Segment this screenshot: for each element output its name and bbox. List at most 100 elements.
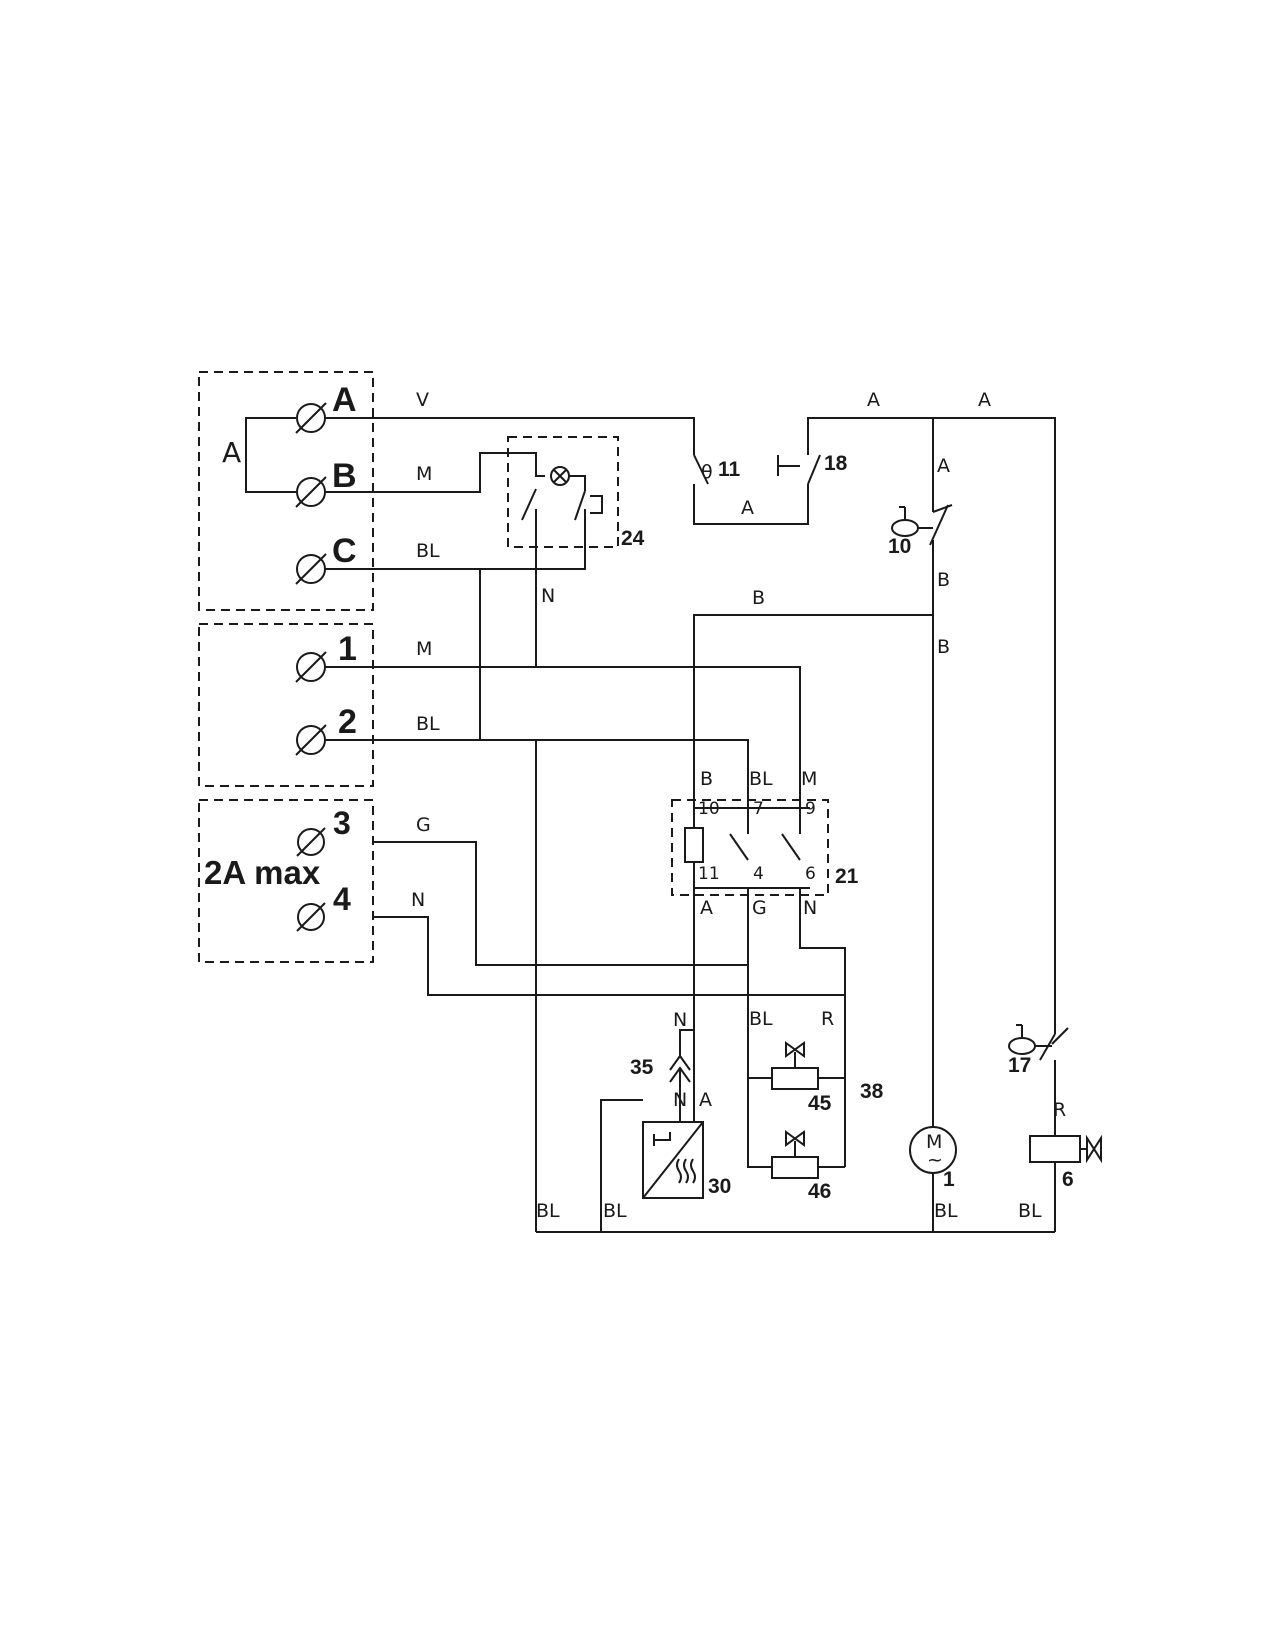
valve-45-icon	[771, 1041, 819, 1090]
motor-1-icon	[909, 1126, 957, 1174]
wire-label-bl-b2: BL	[603, 1200, 627, 1222]
wire-label-a-right: A	[937, 455, 950, 477]
wire-g-3	[373, 841, 749, 966]
relay-24-lamp-return	[569, 475, 586, 491]
wire-label-v: V	[416, 389, 429, 411]
wire-m-b	[325, 452, 537, 493]
wire-bl-30	[600, 1099, 643, 1232]
thermostat-symbol: θ	[701, 461, 713, 483]
wire-v	[325, 417, 695, 455]
bridge-label: A	[222, 436, 241, 469]
wire-label-bl-2: BL	[416, 713, 440, 735]
pressure-switch-17-icon	[1008, 1024, 1052, 1055]
relay-24-lamp-icon	[550, 466, 570, 486]
terminal-block-12	[198, 623, 374, 787]
wire-label-a-35: A	[699, 1089, 712, 1111]
component-18-label: 18	[824, 452, 848, 475]
relay-pin-7: 7	[753, 799, 764, 819]
wire-label-m-1: M	[416, 638, 432, 660]
terminal-b-screw-icon	[295, 476, 327, 508]
pressure-switch-10-contact	[932, 504, 953, 513]
terminal-3-label: 3	[333, 805, 351, 841]
component-30-label: 30	[708, 1175, 731, 1198]
component-11-label: 11	[718, 458, 741, 481]
pressure-switch-10-icon	[891, 506, 933, 537]
wire-label-a-21: A	[700, 897, 713, 919]
component-10-label: 10	[888, 535, 911, 558]
wire-label-b-21: B	[700, 768, 713, 790]
relay-24-box	[507, 436, 619, 548]
switch-18-push-icon	[777, 455, 800, 476]
relay-21-switch-9-6	[781, 833, 801, 861]
terminal-2-label: 2	[338, 703, 357, 741]
terminal-b-label: B	[332, 457, 357, 495]
component-46-label: 46	[808, 1180, 831, 1203]
relay-21-box	[671, 799, 829, 896]
terminal-a-screw-icon	[295, 402, 327, 434]
wire-a-11-18	[693, 484, 809, 525]
wire-label-bl-b3: BL	[934, 1200, 958, 1222]
component-24-label: 24	[621, 527, 645, 550]
wire-bl-2	[325, 739, 749, 808]
wire-n-35	[679, 1029, 694, 1058]
thermostat-11-switch	[693, 454, 709, 485]
wire-label-a-top2: A	[978, 389, 991, 411]
terminal-block-34	[198, 799, 374, 963]
motor-symbol-ac: ~	[927, 1149, 943, 1171]
wire-label-bl-b4: BL	[1018, 1200, 1042, 1222]
component-1-label: 1	[943, 1168, 955, 1191]
relay-pin-9: 9	[805, 799, 816, 819]
terminal-a-label: A	[332, 381, 357, 419]
pressure-switch-17-lever	[1051, 1027, 1069, 1045]
bridge-wire	[245, 417, 296, 493]
wire-label-n-4: N	[411, 889, 425, 911]
wire-label-b-top: B	[752, 587, 765, 609]
wire-label-n-21: N	[803, 897, 817, 919]
terminal-c-screw-icon	[295, 553, 327, 585]
wire-label-a-11-18: A	[741, 497, 754, 519]
wire-label-g-21: G	[752, 897, 767, 919]
wire-bl-c	[325, 509, 586, 570]
relay-21-coil	[684, 827, 704, 863]
valve-46-icon	[771, 1130, 819, 1179]
switch-18-contact	[807, 454, 821, 485]
terminal-3-screw-icon	[296, 827, 326, 857]
component-38-label: 38	[860, 1080, 884, 1103]
connector-35-icon	[669, 1054, 691, 1083]
relay-pin-11: 11	[698, 864, 720, 884]
ignition-transformer-30-icon	[642, 1121, 704, 1199]
wire-m-1	[325, 666, 801, 808]
wire-label-bl-c: BL	[416, 540, 440, 562]
terminal-4-label: 4	[333, 881, 351, 917]
wire-a-top	[807, 417, 1056, 1034]
wire-label-bl-b1: BL	[536, 1200, 560, 1222]
terminal-1-screw-icon	[295, 651, 327, 683]
gas-valve-6-icon	[1029, 1134, 1102, 1164]
relay-pin-6: 6	[805, 864, 816, 884]
wire-label-n-35-top: N	[673, 1009, 687, 1031]
terminal-2-screw-icon	[295, 724, 327, 756]
terminal-4-screw-icon	[296, 902, 326, 932]
motor-symbol-m: M	[926, 1131, 942, 1153]
terminal-c-label: C	[332, 532, 357, 570]
component-21-label: 21	[835, 865, 859, 888]
relay-24-switch-a	[521, 488, 537, 521]
wire-n-21	[799, 888, 846, 1167]
wire-label-b-10a: B	[937, 569, 950, 591]
wire-label-r-6: R	[1053, 1099, 1066, 1121]
component-35-label: 35	[630, 1056, 654, 1079]
wire-label-r-38: R	[821, 1008, 834, 1030]
component-17-label: 17	[1008, 1054, 1031, 1077]
wire-label-n-24: N	[541, 585, 555, 607]
relay-24-lamp-wire	[535, 473, 545, 477]
relay-24-coil	[590, 495, 603, 514]
wire-label-a-top1: A	[867, 389, 880, 411]
component-45-label: 45	[808, 1092, 832, 1115]
terminal-1-label: 1	[338, 630, 357, 668]
rating-label: 2A max	[204, 854, 321, 891]
wire-label-b-10b: B	[937, 636, 950, 658]
component-6-label: 6	[1062, 1168, 1074, 1191]
wire-label-bl-38: BL	[749, 1008, 773, 1030]
relay-24-switch-b	[574, 490, 586, 521]
relay-pin-10: 10	[698, 799, 720, 819]
